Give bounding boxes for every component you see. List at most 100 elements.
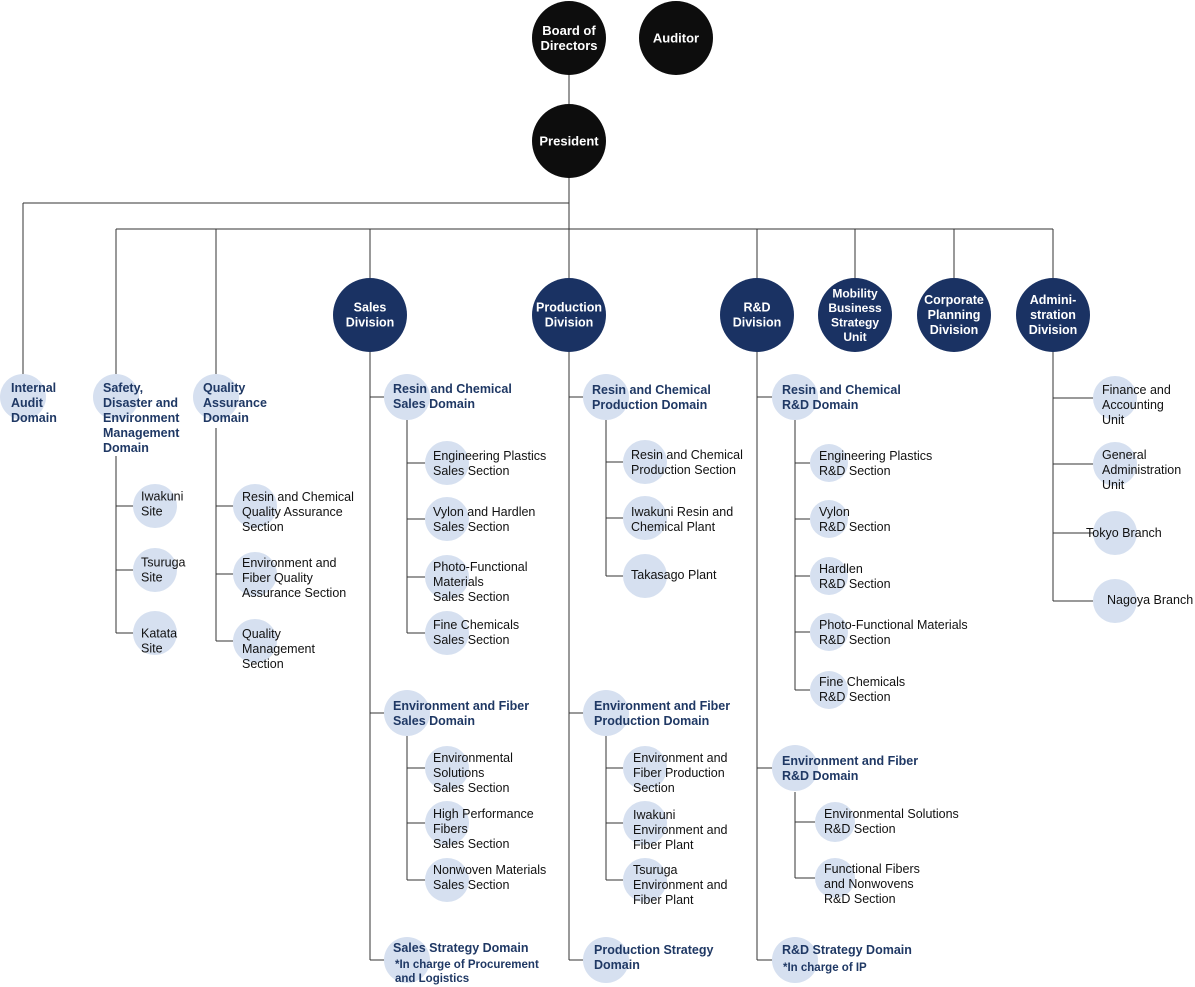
- rd-division-circle: [720, 278, 794, 352]
- node-text-line: Administration: [1102, 463, 1181, 477]
- node-text-line: R&D Domain: [782, 398, 858, 412]
- node-text-line: Environmental: [433, 751, 513, 765]
- rd-resin-section-circle: [810, 671, 848, 709]
- node-text-line: Safety,: [103, 381, 143, 395]
- node-text-line: Division: [346, 316, 395, 330]
- node-text-line: Section: [633, 781, 675, 795]
- production-environment-section-circle: [623, 858, 667, 902]
- node-text-line: Domain: [11, 411, 57, 425]
- production-environment-section-circle: [623, 746, 667, 790]
- sales-environment-section-circle: [425, 746, 469, 790]
- node-text-line: President: [539, 134, 599, 149]
- node-text-line: Environment and: [242, 556, 337, 570]
- node-text-line: Disaster and: [103, 396, 178, 410]
- node-text-line: General: [1102, 448, 1146, 462]
- node-text-line: Management: [242, 642, 315, 656]
- node-text-line: Domain: [594, 958, 640, 972]
- sales-environment-fiber-domain-circle: [384, 690, 430, 736]
- node-text-line: Nonwoven Materials: [433, 863, 546, 877]
- node-text-line: *In charge of Procurement: [395, 959, 539, 971]
- node-text-line: and Logistics: [395, 973, 469, 985]
- rd-strategy-domain-circle: [772, 937, 818, 983]
- node-text-line: Domain: [103, 441, 149, 455]
- node-text-line: Vylon: [819, 505, 850, 519]
- node-text-line: Fiber Production: [633, 766, 725, 780]
- admin-unit-circle: [1093, 376, 1137, 420]
- sales-resin-chemical-domain-circle: [384, 374, 430, 420]
- sales-environment-section-circle: [425, 801, 469, 845]
- node-text-line: Hardlen: [819, 562, 863, 576]
- board-of-directors-circle: [532, 1, 606, 75]
- sales-resin-section-circle: [425, 441, 469, 485]
- node-text-line: Accounting: [1102, 398, 1164, 412]
- node-text-line: Assurance: [203, 396, 267, 410]
- rd-strategy-domain: R&D Strategy Domain: [772, 937, 912, 983]
- node-text-line: Environment: [103, 411, 180, 425]
- node-text-line: Nagoya Branch: [1107, 593, 1193, 607]
- auditor: Auditor: [639, 1, 713, 75]
- sales-resin-section-circle: [425, 611, 469, 655]
- sales-division-circle: [333, 278, 407, 352]
- node-text-line: R&D Section: [819, 577, 891, 591]
- node-text-line: Audit: [11, 396, 44, 410]
- node-text-line: Sales Section: [433, 878, 509, 892]
- node-text-line: R&D Section: [819, 633, 891, 647]
- mobility-unit-circle: [818, 278, 892, 352]
- node-text-line: Sales Section: [433, 781, 509, 795]
- node-text-line: Takasago Plant: [631, 568, 717, 582]
- node-text-line: Quality Assurance: [242, 505, 343, 519]
- node-text-line: Resin and Chemical: [393, 382, 512, 396]
- corporate-planning-division-circle: [917, 278, 991, 352]
- auditor-circle: [639, 1, 713, 75]
- node-text-line: Division: [545, 316, 594, 330]
- node-text-line: Site: [141, 505, 163, 519]
- node-text-line: Resin and Chemical: [782, 383, 901, 397]
- node-text-line: Production: [536, 301, 602, 315]
- node-text-line: Chemical Plant: [631, 520, 716, 534]
- node-text-line: Sales Strategy Domain: [393, 941, 528, 955]
- safety-site-circle: [133, 611, 177, 655]
- node-text-line: Sales Section: [433, 520, 509, 534]
- production-resin-section-circle: [623, 554, 667, 598]
- node-text-line: R&D: [743, 301, 770, 315]
- production-resin-section: Takasago Plant: [623, 554, 717, 598]
- safety-site-circle: [133, 548, 177, 592]
- node-text-line: Photo-Functional Materials: [819, 618, 968, 632]
- production-environment-fiber-domain-circle: [583, 690, 629, 736]
- node-text-line: and Nonwovens: [824, 877, 914, 891]
- production-resin-section-circle: [623, 440, 667, 484]
- sales-strategy-domain-circle: [384, 937, 430, 983]
- node-text-line: Iwakuni: [633, 808, 675, 822]
- rd-resin-chemical-domain-circle: [772, 374, 818, 420]
- node-text-line: Strategy: [831, 315, 879, 329]
- node-text-line: Finance and: [1102, 383, 1171, 397]
- sales-strategy-domain: Sales Strategy Domain: [384, 937, 528, 983]
- node-text-line: Resin and Chemical: [631, 448, 743, 462]
- node-text-line: Environment and: [633, 878, 728, 892]
